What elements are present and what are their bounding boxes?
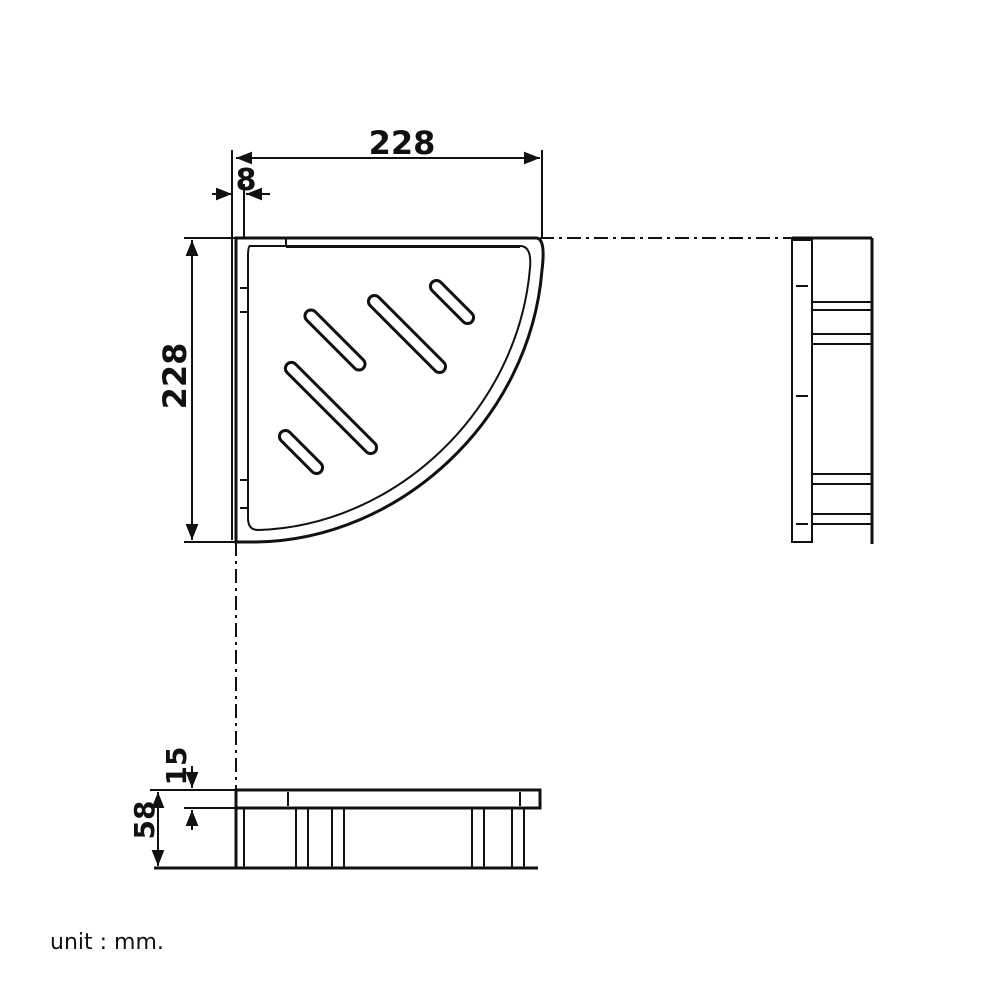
drain-slot	[428, 278, 476, 326]
dim-rim-height: 15	[160, 747, 193, 786]
shelf-outer-outline	[234, 236, 545, 544]
unit-note: unit : mm.	[50, 930, 164, 955]
dim-total-height: 58	[128, 801, 161, 840]
center-lines	[235, 237, 792, 790]
drain-slot	[283, 360, 379, 456]
drain-slots	[277, 278, 476, 476]
top-view	[234, 236, 545, 544]
dim-wall-offset: 8	[236, 163, 257, 198]
dimension-lines	[150, 150, 543, 866]
dim-top-width: 228	[369, 124, 436, 162]
shelf-inner-outline	[247, 245, 532, 532]
drain-slot	[303, 308, 367, 372]
side-view	[791, 236, 874, 544]
drain-slot	[277, 428, 325, 476]
front-top-bar	[234, 788, 542, 810]
dim-side-depth: 228	[156, 343, 194, 410]
drain-slot	[366, 293, 448, 375]
front-view	[154, 788, 542, 870]
